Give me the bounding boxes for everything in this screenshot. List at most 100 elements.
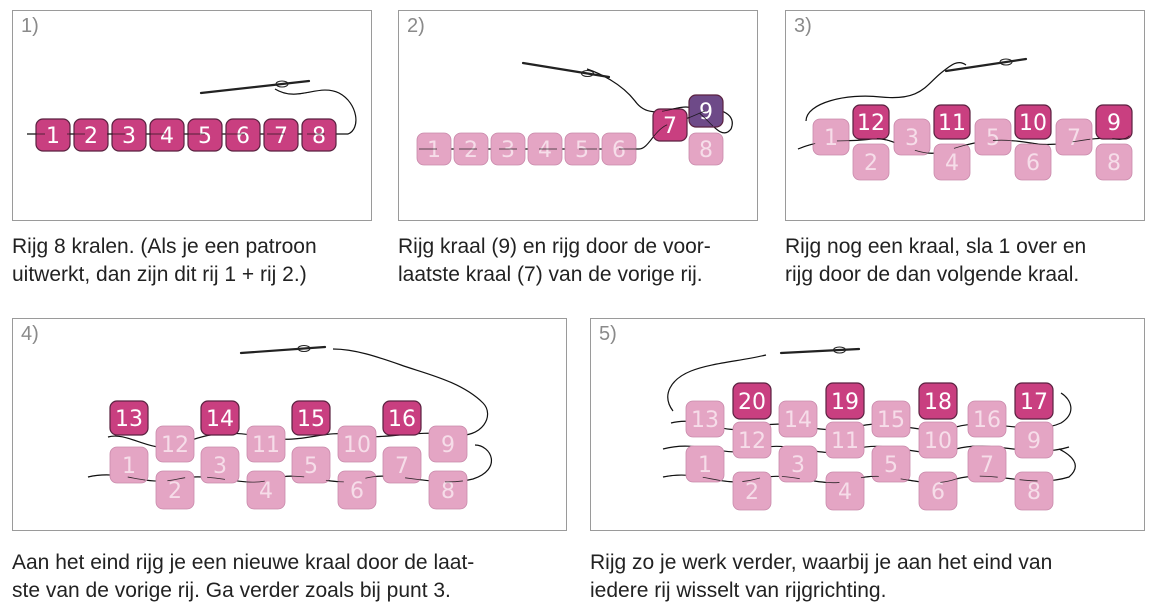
needle-eye-icon [833, 346, 846, 354]
bead-shape [291, 446, 331, 484]
bead-label: 8 [699, 138, 713, 163]
bead-10: 10 [918, 421, 958, 459]
bead-label: 17 [1020, 390, 1048, 415]
needle-eye-icon [275, 80, 289, 88]
bead-7: 7 [652, 108, 688, 142]
bead-shape [918, 421, 958, 459]
bead-2: 2 [73, 118, 109, 152]
bead-19: 19 [825, 382, 865, 420]
thread-path-front [419, 68, 733, 150]
bead-shape [871, 445, 911, 483]
bead-label: 11 [252, 433, 280, 458]
bead-shape [652, 108, 688, 142]
step-5-number: 5) [599, 323, 617, 345]
bead-shape [685, 445, 725, 483]
bead-12: 12 [732, 421, 772, 459]
bead-4: 4 [149, 118, 185, 152]
bead-label: 20 [738, 390, 766, 415]
bead-label: 4 [838, 480, 852, 505]
step-4-caption: Aan het eind rijg je een nieuwe kraal do… [12, 549, 474, 605]
bead-shape [382, 400, 422, 436]
bead-shape [1014, 382, 1054, 420]
bead-label: 19 [831, 390, 859, 415]
bead-label: 7 [1067, 126, 1081, 151]
bead-label: 9 [699, 100, 713, 125]
bead-label: 2 [864, 151, 878, 176]
needle-icon [944, 57, 1028, 73]
bead-shape [974, 118, 1012, 156]
bead-label: 5 [575, 138, 589, 163]
step-5-caption-line-1: Rijg zo je werk verder, waarbij je aan h… [590, 551, 1053, 574]
thread-path [670, 392, 1072, 431]
bead-20: 20 [732, 382, 772, 420]
bead-12: 12 [852, 104, 890, 140]
bead-label: 12 [161, 433, 189, 458]
thread-path-front [27, 88, 357, 135]
step-3-caption-line-1: Rijg nog een kraal, sla 1 over en [785, 235, 1087, 258]
bead-8: 8 [428, 470, 468, 510]
bead-shape [200, 446, 240, 484]
bead-label: 16 [388, 407, 416, 432]
needle-icon [239, 345, 327, 355]
bead-label: 3 [501, 138, 515, 163]
bead-label: 3 [905, 126, 919, 151]
bead-label: 6 [236, 124, 250, 149]
step-4-caption-line-1: Aan het eind rijg je een nieuwe kraal do… [12, 551, 475, 574]
thread-path [667, 354, 767, 412]
bead-18: 18 [918, 382, 958, 420]
bead-shape [778, 445, 818, 483]
bead-4: 4 [825, 471, 865, 511]
bead-1: 1 [109, 446, 149, 484]
bead-shape [109, 400, 149, 436]
bead-label: 1 [698, 453, 712, 478]
bead-5: 5 [974, 118, 1012, 156]
bead-shape [933, 104, 971, 140]
bead-label: 4 [945, 151, 959, 176]
bead-shape [688, 132, 724, 166]
bead-6: 6 [225, 118, 261, 152]
bead-label: 6 [612, 138, 626, 163]
bead-shape [225, 118, 261, 152]
bead-label: 13 [691, 408, 719, 433]
bead-6: 6 [918, 471, 958, 511]
bead-label: 10 [924, 429, 952, 454]
step-3-number: 3) [794, 15, 812, 37]
bead-label: 4 [259, 479, 273, 504]
bead-label: 15 [877, 408, 905, 433]
bead-shape [111, 118, 147, 152]
bead-8: 8 [1014, 471, 1054, 511]
bead-shape [852, 104, 890, 140]
step-2-caption: Rijg kraal (9) en rijg door de voor- laa… [398, 233, 711, 289]
bead-6: 6 [1014, 143, 1052, 181]
bead-3: 3 [111, 118, 147, 152]
bead-7: 7 [967, 445, 1007, 483]
bead-label: 8 [1027, 480, 1041, 505]
bead-label: 10 [1019, 111, 1047, 136]
step-4-number: 4) [21, 323, 39, 345]
bead-shape [918, 382, 958, 420]
bead-shape [149, 118, 185, 152]
bead-7: 7 [263, 118, 299, 152]
needle-icon [199, 79, 311, 95]
bead-label: 6 [931, 480, 945, 505]
bead-8: 8 [1095, 143, 1133, 181]
step-1-number: 1) [21, 15, 39, 37]
bead-6: 6 [601, 132, 637, 166]
step-3-caption-line-2: rijg door de dan volgende kraal. [785, 263, 1080, 286]
step-4-caption-line-2: ste van de vorige rij. Ga verder zoals b… [12, 579, 451, 602]
bead-1: 1 [35, 118, 71, 152]
bead-10: 10 [337, 425, 377, 463]
bead-shape [825, 471, 865, 511]
bead-shape [871, 400, 911, 438]
bead-label: 5 [986, 126, 1000, 151]
bead-shape [1014, 471, 1054, 511]
bead-label: 14 [784, 408, 812, 433]
bead-11: 11 [246, 425, 286, 463]
bead-14: 14 [200, 400, 240, 436]
bead-1: 1 [685, 445, 725, 483]
bead-2: 2 [852, 143, 890, 181]
